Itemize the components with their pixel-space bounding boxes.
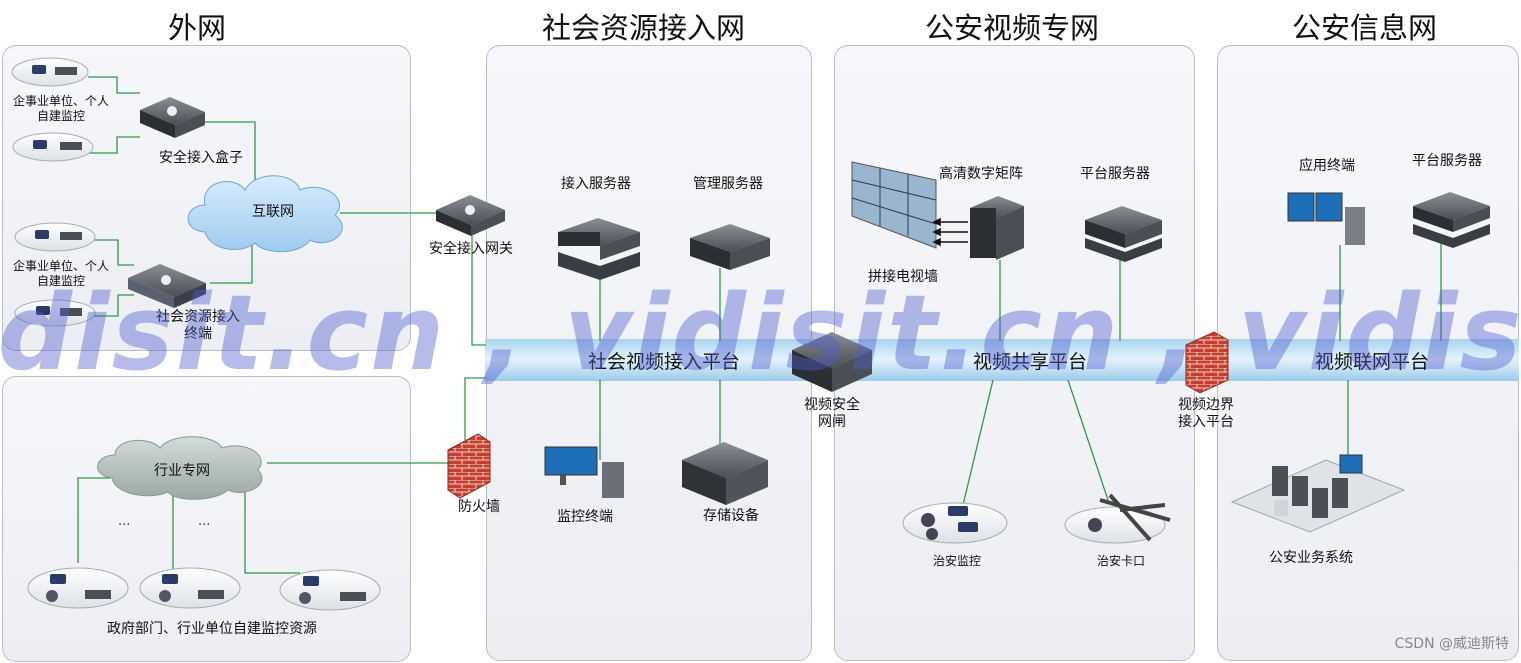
- app-terminal-device: [1288, 193, 1365, 245]
- public-monitor-label: 治安监控: [933, 554, 981, 569]
- matrix-arrows: [934, 219, 968, 245]
- social-terminal-device: [128, 264, 206, 308]
- enterprise-label-2: 企事业单位、个人 自建监控: [13, 259, 109, 289]
- link-ind-right: [245, 488, 300, 573]
- platform-network-label: 视频联网平台: [1315, 347, 1429, 374]
- firewall-icon: [448, 434, 490, 498]
- camera-cloud-gov-1: [28, 568, 128, 608]
- camera-cloud-ent1b: [13, 133, 93, 161]
- link-public-monitor: [963, 380, 993, 505]
- access-server-label: 接入服务器: [561, 176, 631, 193]
- border-platform-label: 视频边界 接入平台: [1178, 397, 1234, 431]
- camera-cloud-gov-2: [140, 568, 240, 608]
- social-terminal-label: 社会资源接入 终端: [156, 309, 240, 343]
- checkpoint-label: 治安卡口: [1097, 554, 1145, 569]
- gov-monitor-label: 政府部门、行业单位自建监控资源: [107, 621, 317, 638]
- public-monitor-cloud: [903, 503, 1007, 543]
- camera-cloud-ent2b: [15, 300, 95, 326]
- camera-cloud-ent2a: [15, 223, 95, 251]
- firewall-label: 防火墙: [458, 499, 500, 516]
- tv-wall-device: [852, 162, 936, 248]
- mgmt-server-label: 管理服务器: [693, 176, 763, 193]
- storage-label: 存储设备: [703, 508, 759, 525]
- link-ent1-box: [88, 77, 140, 93]
- ellipsis-1: ···: [118, 518, 130, 533]
- camera-cloud-gov-3: [280, 570, 380, 610]
- video-gate-label: 视频安全 网闸: [804, 397, 860, 431]
- link-lines: [78, 77, 1441, 573]
- info-server-device: [1413, 192, 1490, 248]
- hd-matrix-label: 高清数字矩阵: [939, 166, 1023, 183]
- tv-wall-label: 拼接电视墙: [868, 269, 938, 286]
- access-server-device: [558, 218, 640, 280]
- info-platform-server-label: 平台服务器: [1412, 153, 1482, 170]
- secure-gateway-label: 安全接入网关: [429, 241, 513, 258]
- business-system-label: 公安业务系统: [1269, 550, 1353, 567]
- border-firewall-icon: [1186, 332, 1228, 393]
- platform-server-device: [1085, 206, 1162, 262]
- business-system-device: [1232, 455, 1404, 532]
- link-firewall-bar: [465, 378, 486, 440]
- platform-share-label: 视频共享平台: [973, 347, 1087, 374]
- link-checkpoint: [1068, 380, 1108, 500]
- secure-gateway-device: [436, 195, 505, 236]
- link-ent1b-box: [88, 137, 140, 153]
- camera-cloud-ent1a: [12, 58, 88, 86]
- app-terminal-label: 应用终端: [1299, 158, 1355, 175]
- ellipsis-2: ···: [198, 518, 210, 533]
- platform-social-label: 社会视频接入平台: [588, 347, 740, 374]
- monitor-terminal-device: [545, 447, 624, 498]
- enterprise-label-1: 企事业单位、个人 自建监控: [13, 94, 109, 124]
- monitor-terminal-label: 监控终端: [557, 509, 613, 526]
- link-ind-left: [78, 478, 110, 563]
- platform-server-label: 平台服务器: [1080, 166, 1150, 183]
- internet-label: 互联网: [252, 204, 294, 221]
- hd-matrix-device: [970, 196, 1024, 260]
- storage-device: [682, 442, 768, 505]
- secure-box-device: [140, 97, 205, 138]
- secure-box-label: 安全接入盒子: [159, 150, 243, 167]
- credit-text: CSDN @威迪斯特: [1395, 633, 1509, 653]
- checkpoint-cloud: [1065, 495, 1170, 543]
- industry-net-label: 行业专网: [154, 463, 210, 480]
- mgmt-server-device: [690, 224, 770, 270]
- video-gate-device: [792, 332, 872, 392]
